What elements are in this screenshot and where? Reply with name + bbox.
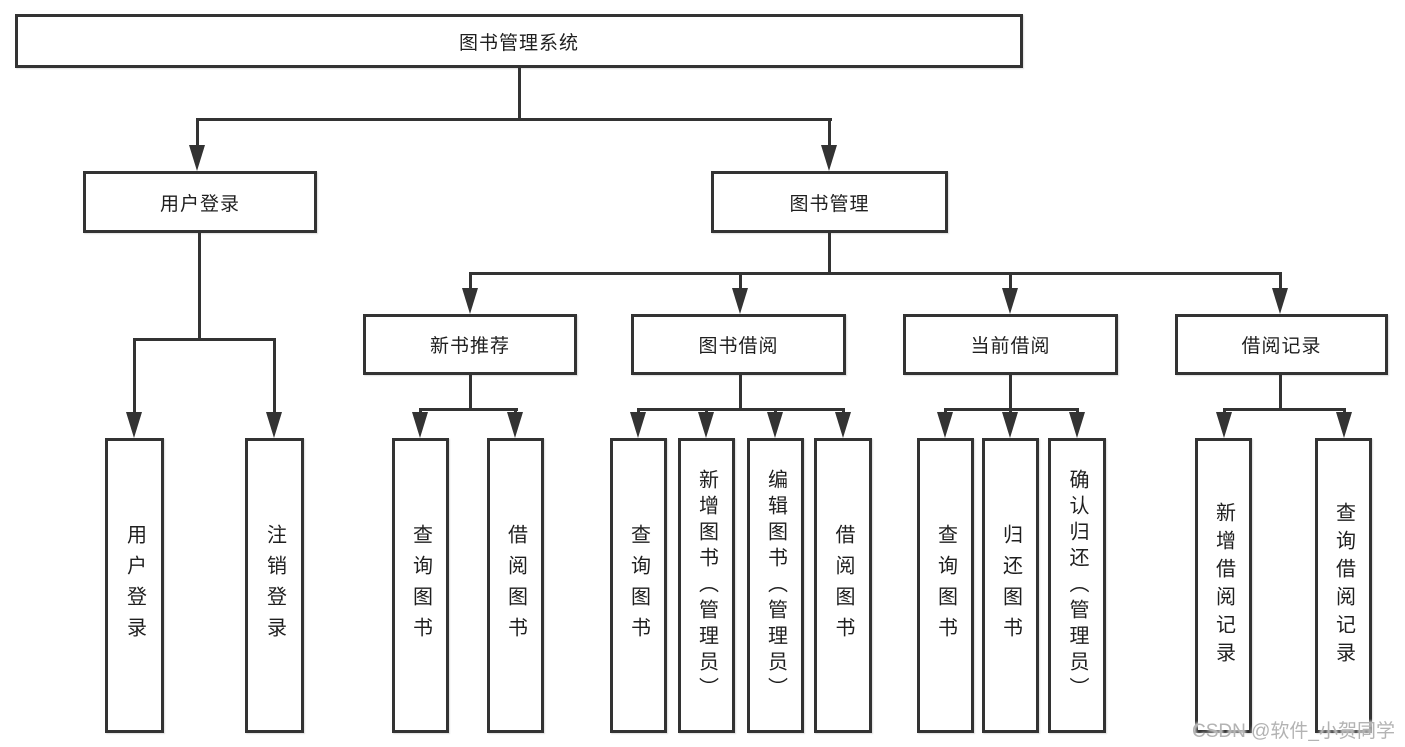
arrow-down-icon [1069,412,1085,438]
arrow-down-icon [1216,412,1232,438]
connector-drop-leaf [514,408,517,414]
connector-book-borrow-drop [739,375,742,408]
arrow-down-icon [821,145,837,171]
connector-drop-leaf [1223,408,1226,414]
leaf-label: 查询借阅记录 [1332,501,1355,670]
leaf-logout: 注销登录 [245,438,304,733]
connector-drop-leaf [842,408,845,414]
node-user-login: 用户登录 [83,171,317,233]
node-book-borrow-label: 图书借阅 [698,336,779,357]
node-borrow-record-label: 借阅记录 [1241,336,1322,357]
connector-drop-leaf [705,408,708,414]
leaf-confirm-return-admin: 确认归还（管理员） [1048,438,1106,733]
arrow-down-icon [412,412,428,438]
connector-drop-leaf [1009,408,1012,414]
leaf-query-books: 查询图书 [917,438,974,733]
leaf-borrow-books: 借阅图书 [487,438,544,733]
connector-drop-leaf [419,408,422,414]
leaf-label: 新增图书（管理员） [695,468,718,703]
csdn-watermark: CSDN @软件_小贺同学 [1192,721,1395,742]
connector-drop-new-book [469,272,472,288]
connector-drop-leaf [1076,408,1079,414]
leaf-query-borrow-record: 查询借阅记录 [1315,438,1372,733]
connector-drop-leaf [1343,408,1346,414]
arrow-down-icon [732,288,748,314]
connector-user-login-rail [133,338,276,341]
connector-level2-rail [469,272,1282,275]
leaf-label: 查询图书 [409,523,432,648]
arrow-down-icon [189,145,205,171]
leaf-borrow-books: 借阅图书 [814,438,872,733]
arrow-down-icon [630,412,646,438]
node-book-mgmt-label: 图书管理 [789,193,870,215]
arrow-down-icon [462,288,478,314]
node-new-book-label: 新书推荐 [429,336,510,357]
leaf-user-login: 用户登录 [105,438,164,733]
connector-drop-book-mgmt [828,118,831,146]
arrow-down-icon [1002,412,1018,438]
connector-borrow-record-rail [1223,408,1345,411]
leaf-label: 确认归还（管理员） [1066,468,1088,703]
leaf-label: 借阅图书 [504,523,527,648]
connector-drop-leaf [133,338,136,412]
node-root-label: 图书管理系统 [458,32,579,54]
connector-drop-current-borrow [1009,272,1012,288]
connector-drop-leaf [774,408,777,414]
leaf-edit-books-admin: 编辑图书（管理员） [747,438,804,733]
connector-drop-user-login [196,118,199,146]
arrow-down-icon [1272,288,1288,314]
leaf-add-borrow-record: 新增借阅记录 [1195,438,1252,733]
arrow-down-icon [1002,288,1018,314]
connector-current-borrow-drop [1009,375,1012,408]
connector-book-borrow-rail [637,408,844,411]
arrow-down-icon [266,412,282,438]
node-current-borrow: 当前借阅 [903,314,1118,375]
arrow-down-icon [126,412,142,438]
node-user-login-label: 用户登录 [159,193,240,215]
arrow-down-icon [835,412,851,438]
leaf-label: 借阅图书 [832,523,854,648]
connector-drop-borrow-record [1279,272,1282,288]
connector-drop-leaf [273,338,276,412]
leaf-query-books: 查询图书 [392,438,449,733]
leaf-label: 查询图书 [934,523,957,648]
node-root: 图书管理系统 [15,14,1023,68]
node-new-book: 新书推荐 [363,314,577,375]
node-borrow-record: 借阅记录 [1175,314,1388,375]
leaf-label: 归还图书 [999,523,1022,648]
connector-drop-book-borrow [739,272,742,288]
arrow-down-icon [767,412,783,438]
leaf-label: 新增借阅记录 [1212,501,1235,670]
arrow-down-icon [698,412,714,438]
leaf-label: 编辑图书（管理员） [764,468,787,703]
connector-drop-leaf [637,408,640,414]
connector-user-login-drop [198,233,201,338]
leaf-label: 查询图书 [627,523,650,648]
node-book-borrow: 图书借阅 [631,314,846,375]
connector-book-mgmt-drop [828,233,831,272]
node-current-borrow-label: 当前借阅 [970,336,1051,357]
leaf-label: 用户登录 [123,523,146,648]
connector-drop-leaf [944,408,947,414]
leaf-return-books: 归还图书 [982,438,1039,733]
connector-new-book-drop [469,375,472,408]
connector-borrow-record-drop [1279,375,1282,408]
leaf-add-books-admin: 新增图书（管理员） [678,438,735,733]
connector-level1-rail [196,118,832,121]
connector-root-drop [518,68,521,118]
leaf-query-books: 查询图书 [610,438,667,733]
arrow-down-icon [507,412,523,438]
node-book-mgmt: 图书管理 [711,171,948,233]
arrow-down-icon [1336,412,1352,438]
leaf-label: 注销登录 [263,523,286,648]
connector-new-book-rail [419,408,518,411]
arrow-down-icon [937,412,953,438]
